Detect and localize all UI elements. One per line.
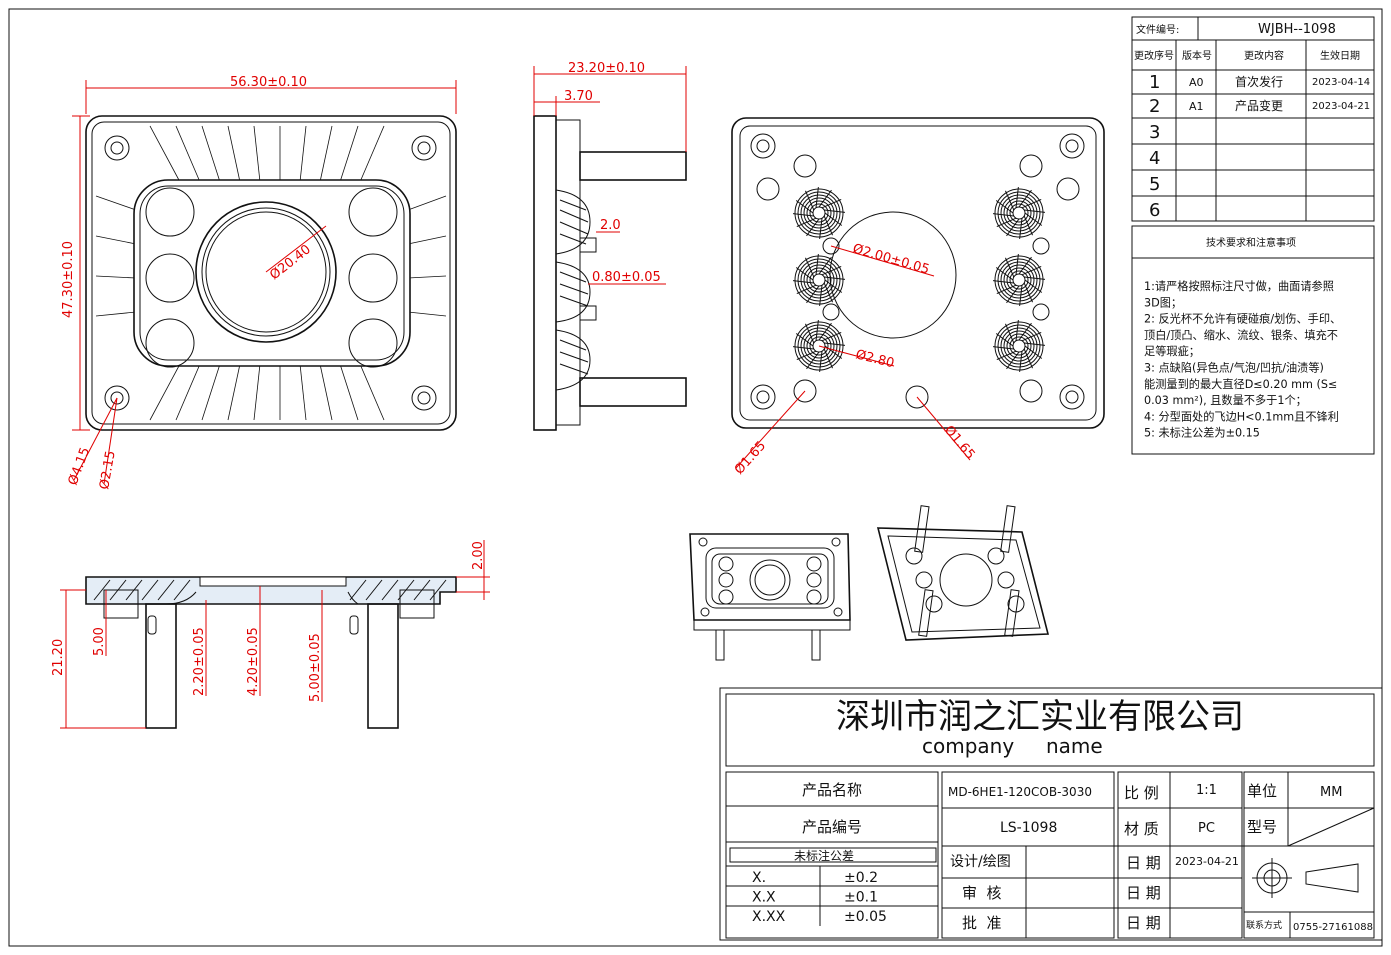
revision-row-no: 1	[1149, 72, 1160, 93]
revision-header: 生效日期	[1320, 49, 1360, 62]
tech-note-line: 0.03 mm²), 且数量不多于1个；	[1144, 393, 1307, 407]
dim-top-width: 56.30±0.10	[230, 75, 307, 90]
dim-sec-d1: 5.00	[92, 627, 107, 656]
tolerance-value: ±0.05	[844, 909, 887, 925]
iso-view-front	[689, 533, 851, 661]
revision-row-no: 6	[1149, 200, 1160, 221]
product-no-label: 产品编号	[802, 818, 862, 836]
dim-hole-inner: Ø2.15	[97, 449, 119, 490]
tech-note-line: 2: 反光杯不允许有硬碰痕/划伤、手印、	[1144, 312, 1341, 326]
material-label: 材 质	[1124, 820, 1159, 838]
approve-label: 批 准	[962, 914, 1002, 932]
revision-table	[1131, 16, 1375, 455]
scale-value: 1:1	[1196, 783, 1217, 798]
revision-row-date: 2023-04-14	[1312, 77, 1370, 88]
dim-rear-hole-a: Ø2.00±0.05	[851, 241, 931, 277]
dim-side-pin: 2.0	[600, 218, 621, 233]
tolerance-value: ±0.2	[844, 870, 878, 886]
revision-header: 更改内容	[1244, 49, 1284, 62]
revision-row-version: A1	[1189, 100, 1204, 113]
tolerance-value: ±0.1	[844, 890, 878, 906]
revision-row-version: A0	[1189, 76, 1204, 89]
tech-note-line: 5: 未标注公差为±0.15	[1144, 426, 1260, 440]
unit-value: MM	[1320, 785, 1342, 800]
review-label: 审 核	[962, 884, 1002, 902]
dim-sec-total: 21.20	[51, 639, 66, 676]
dim-rear-hole-c: Ø1.65	[732, 439, 769, 478]
side-view-dimensions: 23.20±0.10 3.70 2.0 0.80±0.05	[533, 61, 687, 285]
material-value: PC	[1198, 821, 1215, 836]
revision-row-no: 4	[1149, 148, 1160, 169]
tech-note-line: 3D图；	[1144, 296, 1182, 309]
side-view	[533, 115, 687, 431]
dim-side-base: 3.70	[564, 89, 593, 104]
section-view	[85, 576, 457, 729]
date-label-2: 日 期	[1126, 884, 1161, 902]
design-label: 设计/绘图	[950, 854, 1011, 870]
tech-note-line: 足等瑕疵；	[1144, 344, 1200, 358]
dim-sec-d4: 5.00±0.05	[308, 633, 323, 702]
dim-sec-d2: 2.20±0.05	[192, 627, 207, 696]
title-block	[719, 687, 1383, 941]
revision-row-no: 5	[1149, 174, 1160, 195]
section-view-dimensions: 2.00 21.20 5.00 2.20±0.05 4.20±0.05 5.00…	[51, 540, 490, 729]
revision-header: 版本号	[1182, 49, 1212, 62]
dim-rear-hole-d: Ø1.65	[941, 423, 978, 463]
tolerance-key: X.X	[752, 890, 776, 906]
revision-row-no: 3	[1149, 122, 1160, 143]
scale-label: 比 例	[1124, 784, 1159, 802]
contact-value: 0755-27161088	[1293, 922, 1373, 933]
revision-row-date: 2023-04-21	[1312, 101, 1370, 112]
tolerance-key: X.	[752, 870, 766, 886]
file-number-label: 文件编号:	[1136, 23, 1179, 36]
date-label-3: 日 期	[1126, 914, 1161, 932]
company-name-en: company name	[922, 734, 1103, 758]
product-name-label: 产品名称	[802, 781, 862, 799]
tolerance-key: X.XX	[752, 909, 786, 925]
dim-side-groove: 0.80±0.05	[592, 270, 661, 285]
tolerance-title: 未标注公差	[794, 848, 854, 863]
tech-note-line: 顶白/顶凸、缩水、流纹、银条、填充不	[1144, 328, 1338, 342]
file-number-value: WJBH--1098	[1258, 22, 1336, 37]
date-label-1: 日 期	[1126, 854, 1161, 872]
product-name-value: MD-6HE1-120COB-3030	[948, 785, 1092, 799]
top-view	[85, 115, 457, 431]
dim-sec-d3: 4.20±0.05	[246, 627, 261, 696]
date-value: 2023-04-21	[1175, 855, 1239, 868]
rear-view-dimensions: Ø2.00±0.05 Ø2.80 Ø1.65 Ø1.65	[732, 241, 978, 477]
iso-view-rear	[876, 505, 1050, 641]
rear-view	[731, 117, 1105, 429]
revision-row-no: 2	[1149, 96, 1160, 117]
tech-note-line: 3: 点缺陷(异色点/气泡/凹抗/油渍等)	[1144, 361, 1324, 375]
dim-side-total: 23.20±0.10	[568, 61, 645, 76]
drawing-border	[8, 8, 1383, 947]
dim-sec-thickness: 2.00	[471, 541, 486, 570]
revision-row-content: 首次发行	[1235, 74, 1283, 89]
tech-notes-title: 技术要求和注意事项	[1206, 236, 1296, 249]
product-no-value: LS-1098	[1000, 820, 1057, 836]
dim-hole-outer: Ø4.15	[66, 445, 93, 487]
tech-note-line: 能测量到的最大直径D≤0.20 mm (S≤	[1144, 377, 1337, 391]
contact-label: 联系方式	[1246, 919, 1282, 931]
tech-note-line: 4: 分型面处的飞边H<0.1mm且不锋利	[1144, 409, 1339, 423]
unit-label: 单位	[1247, 782, 1277, 800]
dim-rear-hole-b: Ø2.80	[854, 347, 896, 371]
projection-symbol	[1252, 858, 1359, 898]
revision-row-content: 产品变更	[1235, 98, 1283, 113]
tech-note-line: 1:请严格按照标注尺寸做，曲面请参照	[1144, 279, 1334, 293]
dim-top-height: 47.30±0.10	[61, 241, 76, 318]
company-name-cn: 深圳市润之汇实业有限公司	[836, 697, 1244, 737]
model-label: 型号	[1247, 818, 1277, 836]
revision-header: 更改序号	[1134, 49, 1174, 62]
